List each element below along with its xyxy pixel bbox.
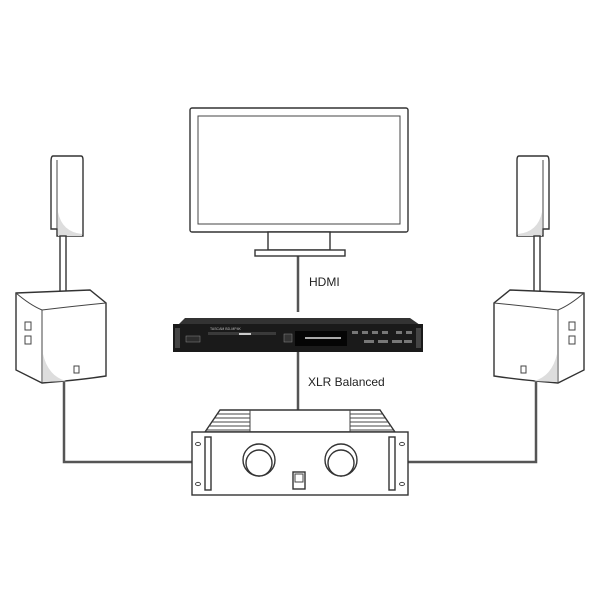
left-speaker-stack (15, 155, 107, 384)
svg-text:TASCAM BD-MP4K: TASCAM BD-MP4K (210, 327, 242, 331)
xlr-balanced-label: XLR Balanced (308, 375, 385, 389)
left-speaker-cable (62, 382, 193, 464)
hdmi-label: HDMI (309, 275, 340, 289)
tv-monitor (189, 107, 409, 257)
right-speaker-cable (407, 382, 538, 464)
right-speaker-stack (493, 155, 585, 384)
power-amplifier (191, 409, 409, 496)
blu-ray-player: TASCAM BD-MP4K (173, 318, 423, 352)
